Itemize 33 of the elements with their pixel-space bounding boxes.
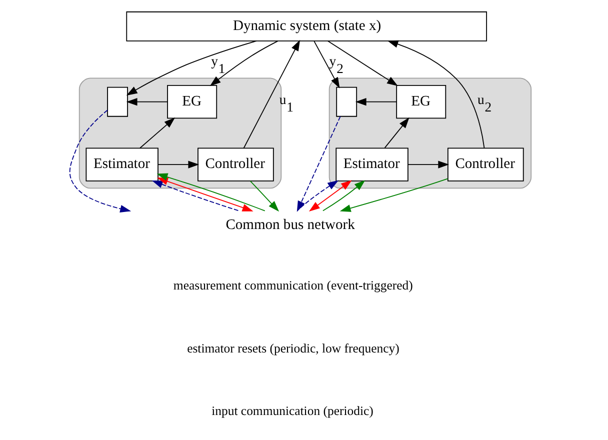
node-box: EG xyxy=(396,85,446,119)
arrow xyxy=(152,180,240,212)
arrow xyxy=(210,40,278,86)
node-box xyxy=(107,86,128,117)
legend-label: estimator resets (periodic, low frequency) xyxy=(187,341,400,356)
node-box xyxy=(336,86,358,117)
arrow xyxy=(384,117,410,148)
arrow xyxy=(126,98,168,106)
arrow xyxy=(387,40,485,148)
arrow xyxy=(140,118,176,148)
arrow xyxy=(126,40,257,96)
node-text: Common bus network xyxy=(226,216,355,233)
arrow xyxy=(355,98,397,106)
arrow xyxy=(340,178,448,212)
arrow xyxy=(408,160,450,168)
legend-label: measurement communication (event-triggered) xyxy=(173,278,413,293)
arrow xyxy=(243,40,300,149)
legend-label: input communication (periodic) xyxy=(212,404,374,418)
node-box: Controller xyxy=(198,148,274,182)
node-box: Controller xyxy=(447,148,524,182)
arrow xyxy=(296,180,339,211)
arrow xyxy=(314,40,340,88)
arrow xyxy=(322,180,366,212)
arrow xyxy=(327,40,398,86)
arrow xyxy=(296,116,341,212)
arrow xyxy=(158,160,200,168)
arrow xyxy=(69,110,132,212)
arrow xyxy=(250,180,280,212)
node-box: EG xyxy=(167,85,218,119)
node-box: Dynamic system (state x) xyxy=(126,11,487,42)
node-box: Estimator xyxy=(86,148,158,182)
arrow xyxy=(308,180,352,212)
node-box: Estimator xyxy=(336,148,408,182)
